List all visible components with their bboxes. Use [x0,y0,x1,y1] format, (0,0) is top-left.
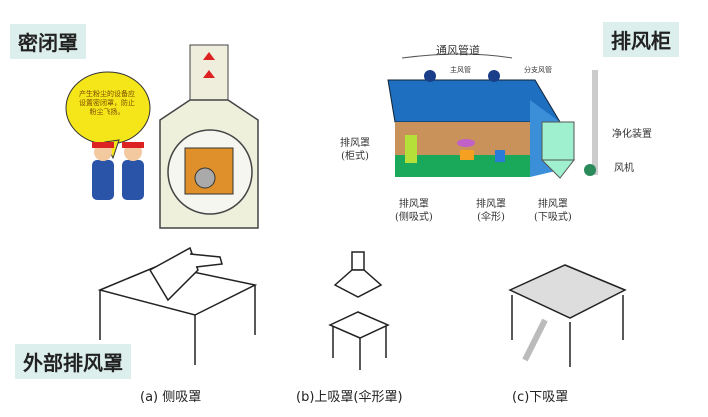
duct-label: 通风管道 [436,44,480,57]
tag-fume-cabinet: 排风柜 [603,22,679,57]
speech-bubble-text: 产生粉尘的设备应设置密闭罩，防止粉尘飞扬。 [79,90,135,116]
fan-label: 风机 [614,163,634,174]
worker-figures [92,142,144,200]
hood-cabinet-label: 排风罩(柜式) [340,138,370,162]
side-hood-drawing [97,246,258,365]
caption-umbrella-hood: (b)上吸罩(伞形罩) [296,390,403,405]
tag-closed-hood: 密闭罩 [10,24,86,59]
hood-down-label: 排风罩(下吸式) [534,199,572,223]
fume-cabinet-diagram [387,53,598,179]
branch-duct-label: 分支风管 [524,66,552,74]
purifier-label: 净化装置 [612,129,652,140]
tag-external-hood: 外部排风罩 [15,344,131,379]
umbrella-hood-drawing [328,251,390,370]
caption-side-hood: (a) 侧吸罩 [140,390,202,405]
main-duct-label: 主风管 [450,66,471,74]
hood-umbrella-label: 排风罩(伞形) [476,199,506,223]
down-hood-drawing [508,264,627,367]
caption-down-hood: (c)下吸罩 [512,390,569,405]
hood-side-label: 排风罩(侧吸式) [395,199,433,223]
closed-hood-illustration [65,44,259,229]
